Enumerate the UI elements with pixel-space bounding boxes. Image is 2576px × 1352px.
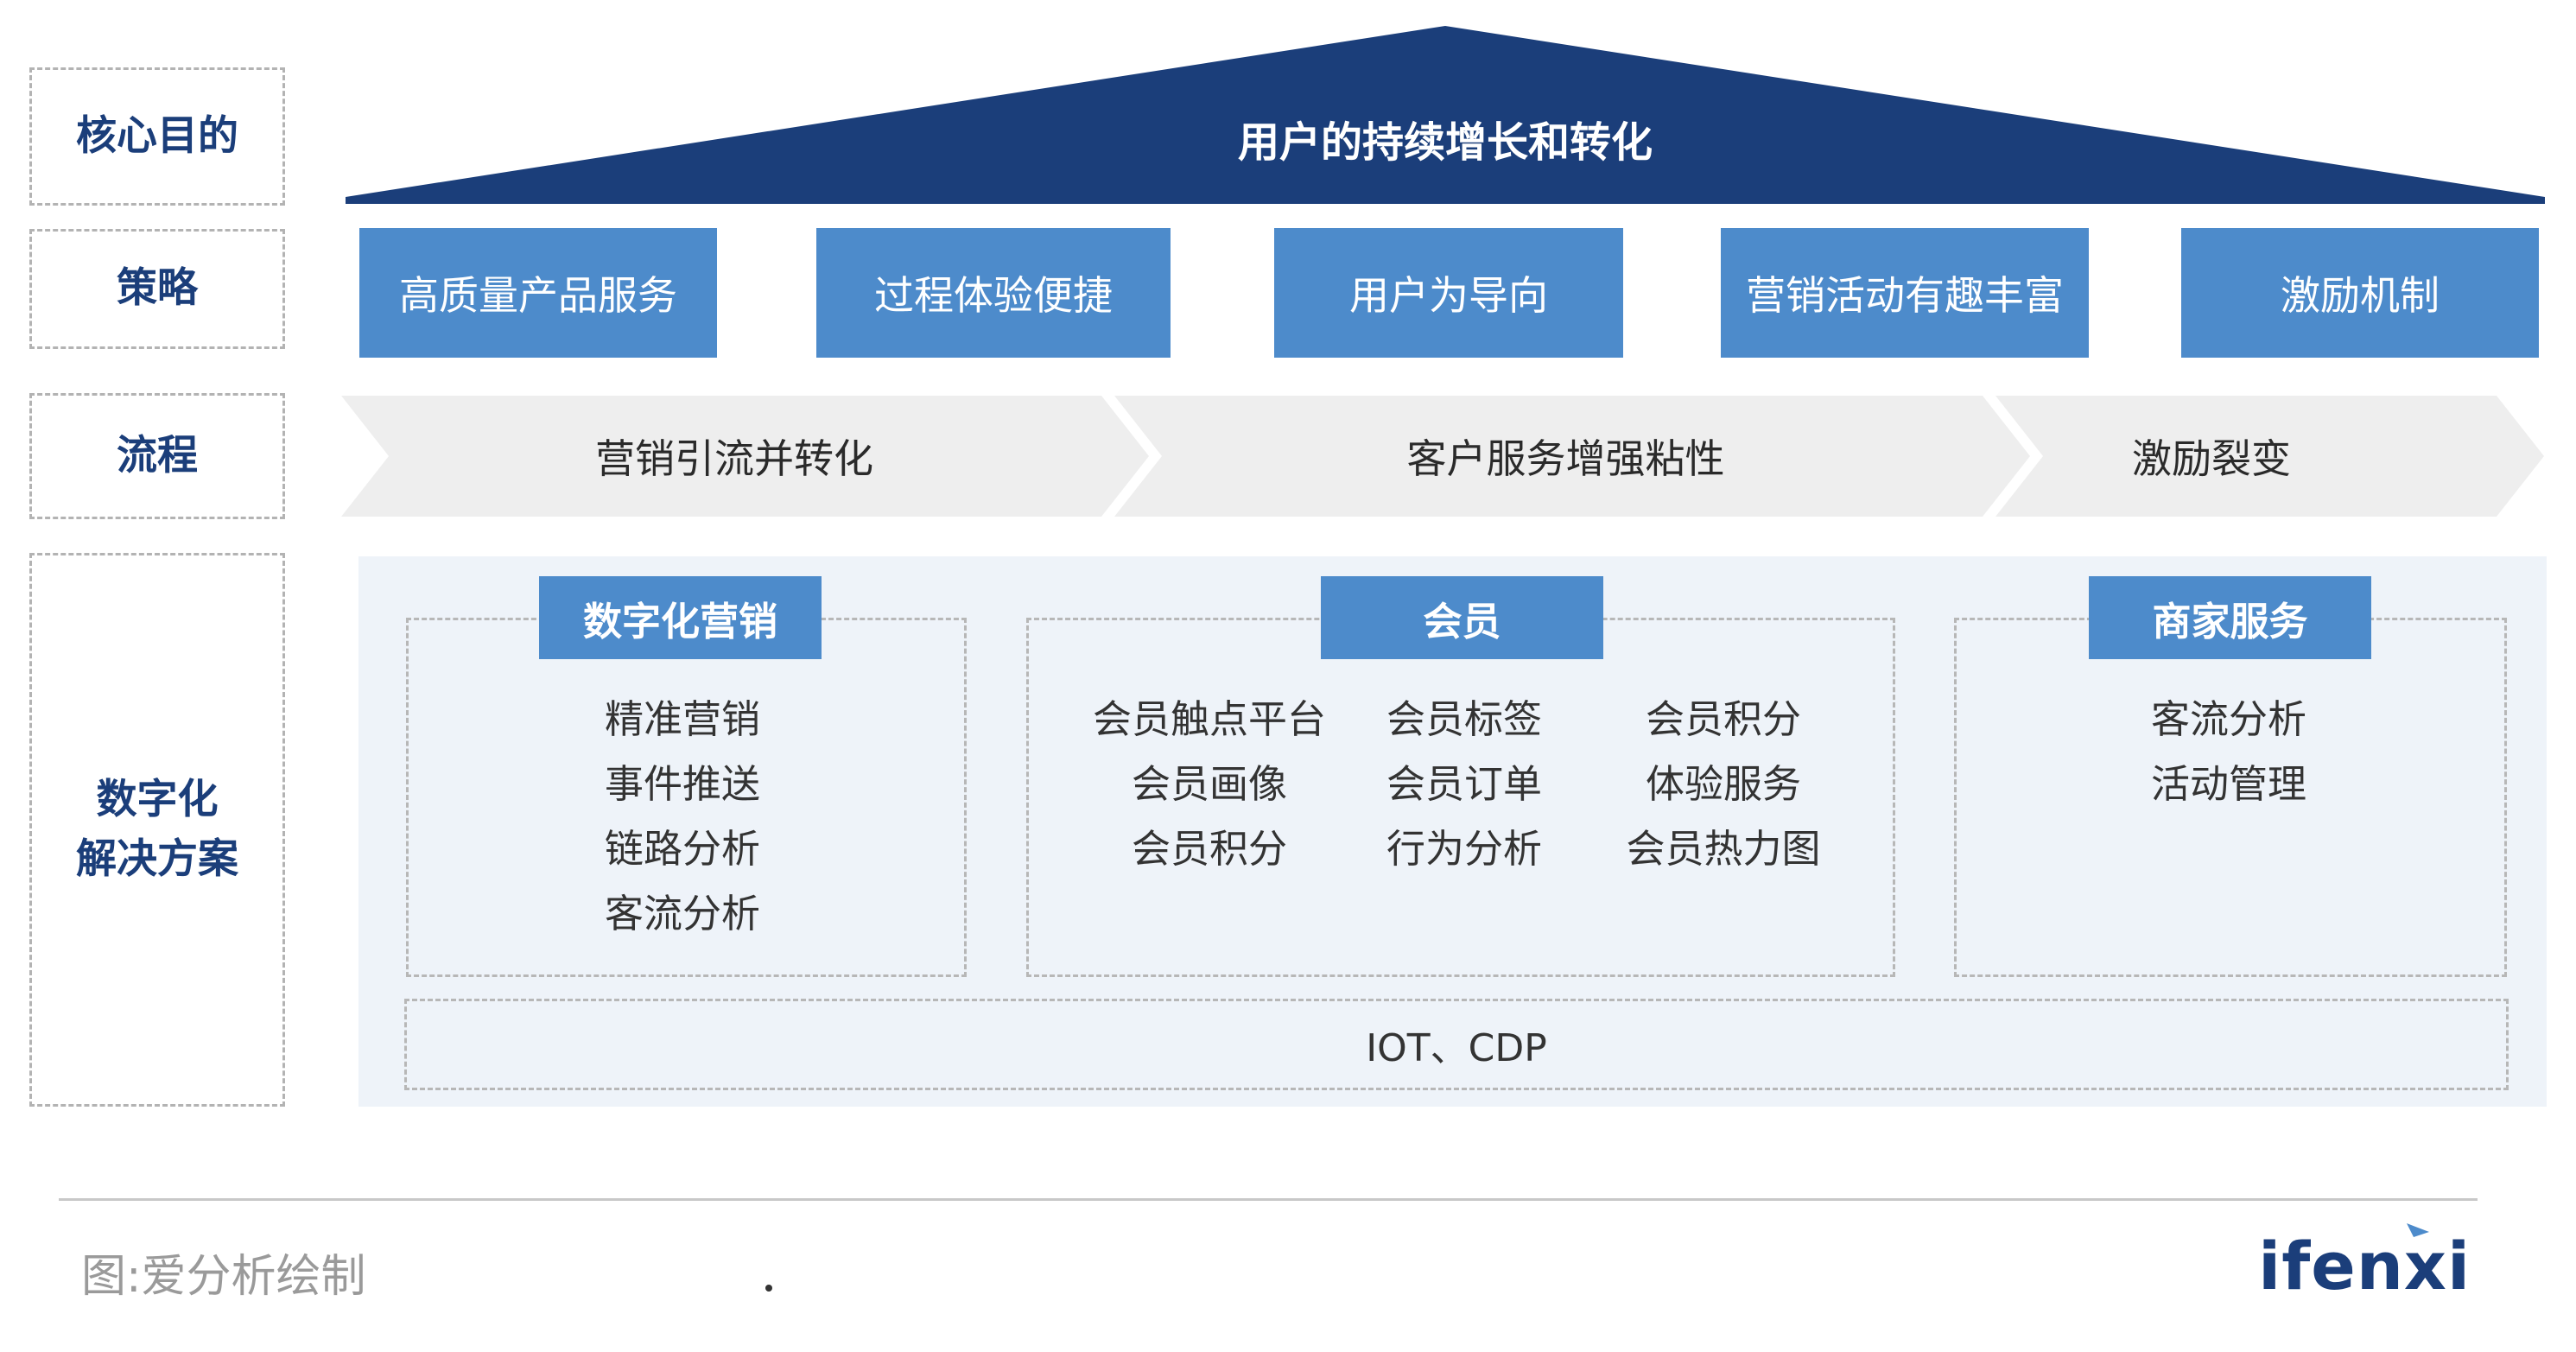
brand-logo: ifenxi — [2258, 1227, 2471, 1304]
process-chevrons — [341, 396, 2544, 517]
roof-triangle — [346, 26, 2545, 204]
solution-item: 客流分析 — [2150, 696, 2306, 742]
solution-item: 活动管理 — [2150, 761, 2306, 807]
row-label-goal-text: 核心目的 — [76, 111, 238, 160]
roof-title: 用户的持续增长和转化 — [1237, 118, 1653, 167]
group-member-header: 会员 — [1321, 576, 1603, 659]
row-label-strategy: 策略 — [29, 229, 285, 349]
strategy-box: 营销活动有趣丰富 — [1721, 228, 2089, 358]
process-step: 客户服务增强粘性 — [1406, 435, 1725, 482]
solution-item: 会员画像 — [1131, 761, 1287, 807]
base-layer: IOT、CDP — [404, 999, 2509, 1090]
decorative-dot — [765, 1285, 772, 1292]
process-step: 营销引流并转化 — [595, 435, 873, 482]
solution-item: 会员触点平台 — [1092, 696, 1326, 742]
process-chevron — [1995, 396, 2544, 517]
strategy-box: 用户为导向 — [1274, 228, 1623, 358]
footer-divider — [59, 1198, 2478, 1201]
row-label-process-text: 流程 — [117, 431, 198, 479]
row-label-goal: 核心目的 — [29, 67, 285, 206]
process-chevron — [341, 396, 1149, 517]
process-chevron — [1114, 396, 2030, 517]
strategy-box: 激励机制 — [2181, 228, 2539, 358]
strategy-box: 高质量产品服务 — [359, 228, 717, 358]
logo-arrow-icon — [2407, 1223, 2429, 1237]
process-step: 激励裂变 — [2132, 435, 2291, 482]
solution-item: 会员积分 — [1131, 826, 1287, 872]
row-label-process: 流程 — [29, 393, 285, 519]
solution-item: 链路分析 — [604, 826, 760, 872]
row-label-solutions-line2: 解决方案 — [76, 835, 238, 883]
strategy-box: 过程体验便捷 — [816, 228, 1171, 358]
solution-item: 会员热力图 — [1626, 826, 1821, 872]
solution-item: 客流分析 — [604, 891, 760, 936]
row-label-solutions-line1: 数字化 — [96, 776, 219, 824]
solution-item: 事件推送 — [604, 761, 760, 807]
solution-item: 会员标签 — [1386, 696, 1542, 742]
solution-item: 精准营销 — [604, 696, 760, 742]
group-merchant-header: 商家服务 — [2089, 576, 2371, 659]
group-marketing-header: 数字化营销 — [539, 576, 822, 659]
source-note: 图:爱分析绘制 — [81, 1250, 366, 1303]
row-label-solutions: 数字化 解决方案 — [29, 553, 285, 1107]
solution-item: 行为分析 — [1386, 826, 1542, 872]
solution-item: 会员订单 — [1386, 761, 1542, 807]
solution-item: 体验服务 — [1645, 761, 1801, 807]
base-layer-text: IOT、CDP — [1366, 1026, 1547, 1070]
solution-item: 会员积分 — [1645, 696, 1801, 742]
row-label-strategy-text: 策略 — [117, 264, 198, 313]
roof-shape — [346, 26, 2545, 204]
